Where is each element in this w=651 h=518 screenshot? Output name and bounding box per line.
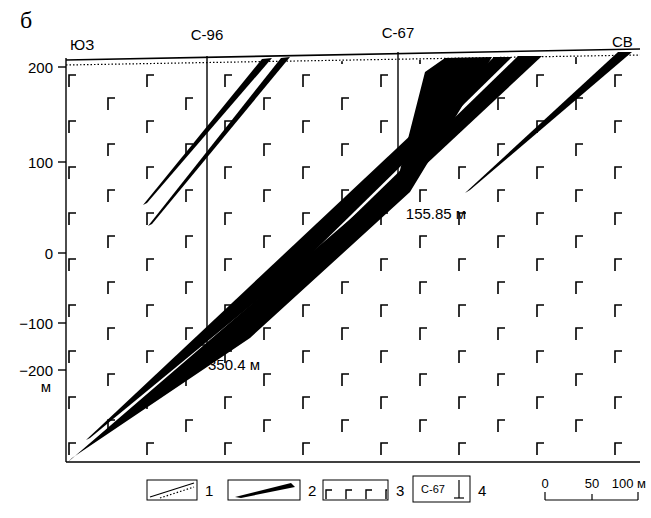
scale-label: 0 [541, 477, 548, 490]
legend-swatch [229, 481, 299, 499]
legend-frames [147, 476, 470, 502]
direction-label: ЮЗ [70, 37, 94, 52]
axis-tick-label: −200 [19, 363, 53, 378]
borehole-name: С-67 [382, 25, 415, 40]
axis-tick-label: 100 [28, 155, 53, 170]
panel-letter: б [20, 8, 32, 32]
scale-bar [545, 492, 638, 500]
axis-line [65, 58, 66, 462]
weathering-line [66, 55, 640, 65]
axis-tick-label: −100 [19, 316, 53, 331]
scale-label: 100 м [612, 477, 646, 490]
ore-swatch [235, 483, 295, 498]
boreholes [199, 52, 406, 345]
direction-label: СВ [612, 34, 633, 49]
legend-number: 4 [478, 483, 486, 498]
scale-label: 50 [585, 477, 599, 490]
borehole-name: С-96 [191, 27, 224, 42]
borehole-depth: 350.4 м [208, 357, 260, 372]
legend-line-solid [150, 483, 194, 497]
legend-gabbro [324, 481, 387, 499]
axis-unit: м [41, 379, 51, 394]
axis-ticks [58, 67, 66, 370]
borehole-depth: 155.85 м [406, 206, 466, 221]
legend-line-dotted [160, 487, 194, 498]
surface-line [66, 49, 640, 60]
axis-tick-label: 200 [28, 60, 53, 75]
ore-bodies [68, 52, 632, 462]
bottom-line [66, 461, 640, 462]
legend-number: 2 [308, 483, 316, 498]
legend-borehole-name: С-67 [421, 484, 445, 495]
axis-tick-label: 0 [45, 246, 53, 261]
legend-number: 1 [205, 483, 213, 498]
legend-borehole [454, 480, 464, 498]
legend-number: 3 [396, 483, 404, 498]
